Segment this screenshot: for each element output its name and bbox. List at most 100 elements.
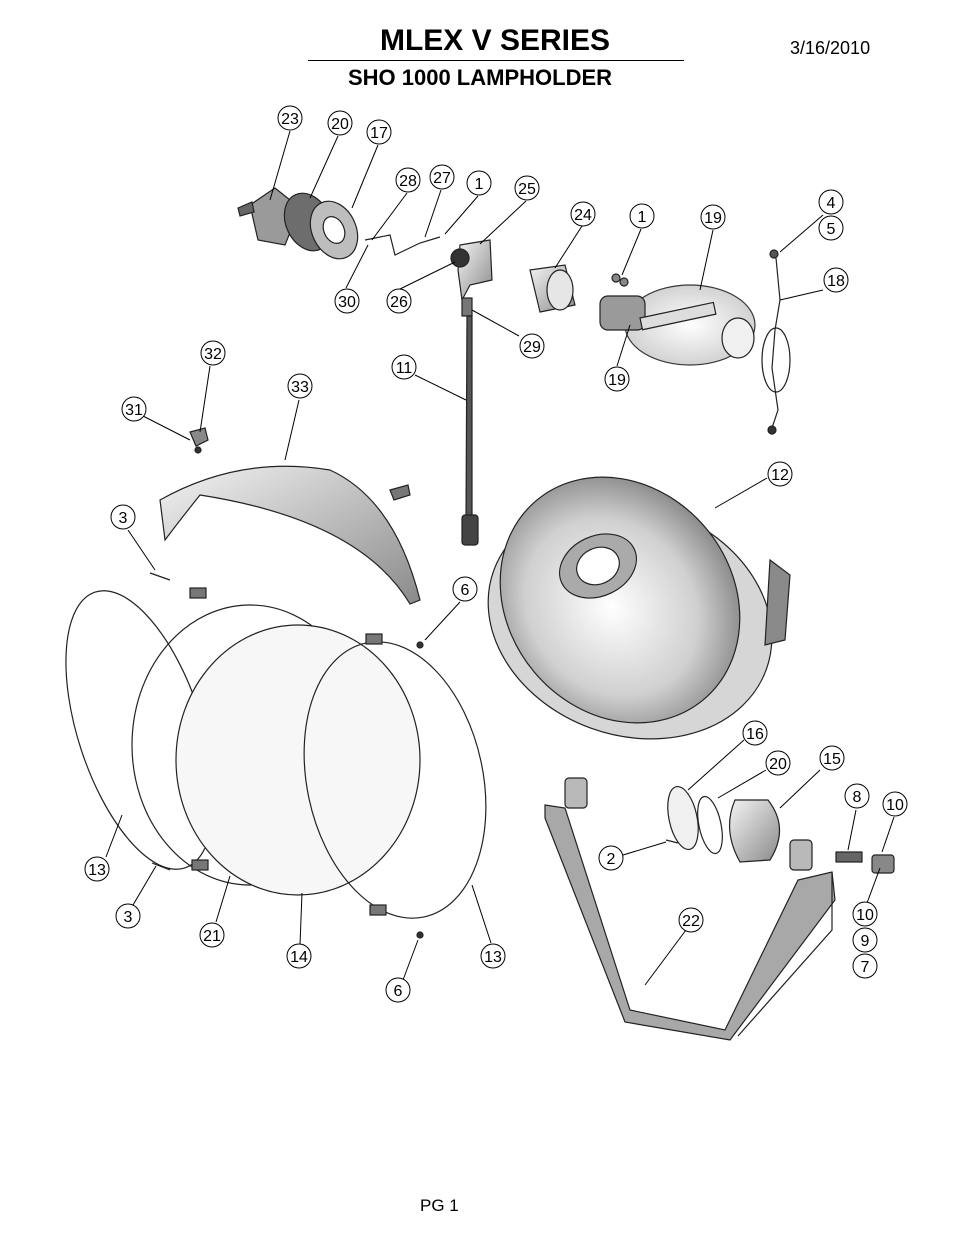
stud-bolt (835, 851, 863, 863)
callout-9: 9 (852, 927, 878, 953)
band-clamp (365, 633, 383, 645)
callout-7: 7 (852, 953, 878, 979)
callout-19: 19 (700, 204, 726, 230)
svg-text:30: 30 (338, 294, 356, 311)
svg-text:2: 2 (607, 851, 616, 868)
screw (769, 249, 779, 259)
svg-text:10: 10 (856, 907, 874, 924)
svg-text:24: 24 (574, 207, 592, 224)
band-clamp (189, 587, 207, 599)
callout-11: 11 (391, 354, 417, 380)
reflector-panel (159, 465, 421, 605)
svg-text:6: 6 (394, 983, 403, 1000)
svg-text:32: 32 (204, 346, 222, 363)
bracket-clip (389, 484, 411, 501)
page-subtitle: SHO 1000 LAMPHOLDER (347, 65, 613, 90)
callout-13b: 13 (480, 943, 506, 969)
screw (151, 862, 171, 871)
callout-15: 15 (819, 745, 845, 771)
screw (194, 446, 202, 454)
callout-14: 14 (286, 943, 312, 969)
ground-wire (364, 234, 441, 256)
svg-text:19: 19 (608, 372, 626, 389)
cord-connector (461, 514, 479, 546)
callout-13: 13 (84, 856, 110, 882)
callout-10b: 10 (852, 901, 878, 927)
cone-adapter (728, 799, 781, 863)
callout-12: 12 (767, 461, 793, 487)
callout-17: 17 (366, 119, 392, 145)
svg-text:29: 29 (523, 339, 541, 356)
plate-gasket (697, 795, 723, 855)
callout-27: 27 (429, 164, 455, 190)
callout-32: 32 (200, 340, 226, 366)
callout-20b: 20 (765, 750, 791, 776)
callout-28: 28 (395, 167, 421, 193)
callout-25: 25 (514, 175, 540, 201)
ground-strap-loop (761, 327, 791, 393)
yoke-tab-left (564, 777, 588, 809)
svg-text:25: 25 (518, 181, 536, 198)
callout-23: 23 (277, 105, 303, 131)
yoke-tab-right (789, 839, 813, 871)
title-underline (308, 60, 684, 61)
callout-29: 29 (519, 333, 545, 359)
yoke-edge (737, 872, 833, 1037)
svg-text:19: 19 (704, 210, 722, 227)
svg-text:28: 28 (399, 173, 417, 190)
callout-4: 4 (818, 189, 844, 215)
clip (189, 427, 209, 447)
callout-24: 24 (570, 201, 596, 227)
callout-20: 20 (327, 110, 353, 136)
callout-leaders (105, 130, 895, 986)
housing-bowl (487, 476, 791, 740)
svg-text:21: 21 (203, 928, 221, 945)
svg-text:1: 1 (475, 176, 484, 193)
callout-18: 18 (823, 267, 849, 293)
screw (665, 839, 679, 844)
mounting-plate (667, 785, 699, 851)
svg-text:9: 9 (861, 933, 870, 950)
svg-text:5: 5 (827, 221, 836, 238)
glass-lens (175, 624, 421, 896)
screw (149, 572, 171, 581)
callout-30: 30 (334, 288, 360, 314)
callout-3: 3 (110, 504, 136, 530)
callout-2: 2 (598, 845, 624, 871)
svg-text:12: 12 (771, 467, 789, 484)
lamp-bulb (599, 284, 756, 366)
callout-22: 22 (678, 907, 704, 933)
callout-6b: 6 (385, 977, 411, 1003)
page-title: MLEX V SERIES (379, 24, 611, 57)
band-clamp (191, 859, 209, 871)
callout-31: 31 (121, 396, 147, 422)
callout-5: 5 (818, 215, 844, 241)
svg-text:7: 7 (861, 959, 870, 976)
band-clamp (369, 904, 387, 916)
svg-text:31: 31 (125, 402, 143, 419)
screw (611, 273, 621, 283)
svg-text:13: 13 (88, 862, 106, 879)
callout-3b: 3 (115, 903, 141, 929)
page-number: PG 1 (420, 1196, 459, 1215)
screw (619, 277, 629, 287)
nipple-fitting (871, 854, 895, 874)
socket-plate-assembly (237, 187, 359, 260)
svg-text:13: 13 (484, 949, 502, 966)
svg-text:20: 20 (331, 116, 349, 133)
strap-terminal (767, 425, 777, 435)
svg-text:16: 16 (746, 726, 764, 743)
svg-text:33: 33 (291, 379, 309, 396)
svg-text:1: 1 (638, 209, 647, 226)
svg-text:26: 26 (390, 294, 408, 311)
svg-text:10: 10 (886, 797, 904, 814)
nut (416, 641, 424, 649)
revision-date: 3/16/2010 (790, 38, 871, 58)
ground-strap (771, 257, 781, 429)
svg-text:15: 15 (823, 751, 841, 768)
power-cord (465, 315, 473, 521)
svg-text:11: 11 (396, 360, 413, 377)
callout-1b: 1 (629, 203, 655, 229)
svg-text:17: 17 (370, 125, 388, 142)
